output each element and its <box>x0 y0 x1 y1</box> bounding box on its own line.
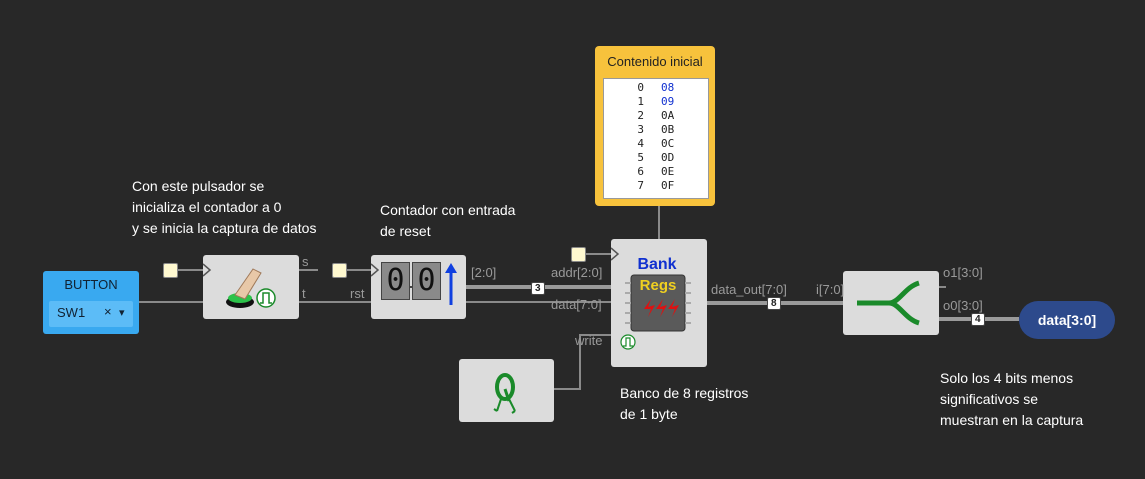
rom-row: 2 0A <box>604 109 708 123</box>
rom-row: 7 0F <box>604 179 708 193</box>
pulse-button-block[interactable] <box>202 255 299 319</box>
counter-digit-0: 0 <box>381 262 410 300</box>
rom-row-value[interactable]: 0A <box>661 109 675 122</box>
pin-addr: addr[2:0] <box>551 265 603 280</box>
rom-row-value[interactable]: 08 <box>661 81 675 94</box>
rom-row: 4 0C <box>604 137 708 151</box>
regs-chip-label: Regs <box>640 277 677 294</box>
rom-row-address: 2 <box>637 109 644 122</box>
input-marker-addr[interactable] <box>571 247 586 262</box>
rom-row: 6 0E <box>604 165 708 179</box>
clear-icon[interactable]: × <box>104 304 112 319</box>
pin-o0: o0[3:0] <box>943 298 983 313</box>
rom-row-value[interactable]: 0C <box>661 137 675 150</box>
rom-row-value[interactable]: 0F <box>661 179 675 192</box>
rom-row-address: 5 <box>637 151 644 164</box>
register-chip-icon: Bank Regs <box>610 247 691 350</box>
rom-row-address: 6 <box>637 165 644 178</box>
pin-rst: rst <box>350 286 365 301</box>
pin-data-in: data[7:0] <box>551 297 602 312</box>
pin-s: s <box>302 254 309 269</box>
pulse-icon <box>493 373 516 414</box>
rom-row: 3 0B <box>604 123 708 137</box>
regs-title: Bank <box>637 256 676 273</box>
button-block[interactable]: BUTTON SW1 × ▾ <box>43 271 139 334</box>
bus-width-out: 4 <box>971 313 985 326</box>
rom-row: 5 0D <box>604 151 708 165</box>
pin-t: t <box>302 286 306 301</box>
button-title: BUTTON <box>64 277 118 292</box>
rom-row: 1 09 <box>604 95 708 109</box>
pin-split-in: i[7:0] <box>816 282 845 297</box>
chevron-down-icon[interactable]: ▾ <box>119 307 125 319</box>
counter-block[interactable]: 0 0 <box>371 255 466 319</box>
bus-width-data: 8 <box>767 297 781 310</box>
pin-data-out: data_out[7:0] <box>711 282 787 297</box>
button-selected-value: SW1 <box>57 305 86 320</box>
register-bank-block[interactable]: Bank Regs <box>610 239 707 367</box>
rom-row-address: 7 <box>637 179 644 192</box>
rom-row-address: 3 <box>637 123 644 136</box>
button-select[interactable]: SW1 × ▾ <box>49 301 133 327</box>
splitter-icon <box>857 280 920 326</box>
pin-write: write <box>575 333 603 348</box>
pin-counter-out: [2:0] <box>471 265 497 280</box>
pulse-generator-block[interactable] <box>459 359 554 422</box>
rom-row-value[interactable]: 0E <box>661 165 675 178</box>
pin-o1: o1[3:0] <box>943 265 983 280</box>
counter-digit-1: 0 <box>412 262 441 300</box>
rom-row: 0 08 <box>604 81 708 95</box>
push-button-icon <box>202 263 276 308</box>
output-label: data[3:0] <box>1037 312 1097 328</box>
bus-splitter-block[interactable] <box>843 271 939 335</box>
rom-row-value[interactable]: 0B <box>661 123 675 136</box>
rom-row-address: 0 <box>637 81 644 94</box>
output-data-pill[interactable]: data[3:0] <box>1019 301 1115 339</box>
rom-table: 0 08 1 09 2 0A 3 0B 4 0C 5 0D 6 0E 7 0F <box>603 78 709 199</box>
rom-row-address: 1 <box>637 95 644 108</box>
input-marker-s[interactable] <box>163 263 178 278</box>
bus-width-addr: 3 <box>531 282 545 295</box>
input-marker-rst[interactable] <box>332 263 347 278</box>
rom-title: Contenido inicial <box>607 54 703 69</box>
rom-row-value[interactable]: 09 <box>661 95 675 108</box>
rom-row-address: 4 <box>637 137 644 150</box>
rom-row-value[interactable]: 0D <box>661 151 675 164</box>
